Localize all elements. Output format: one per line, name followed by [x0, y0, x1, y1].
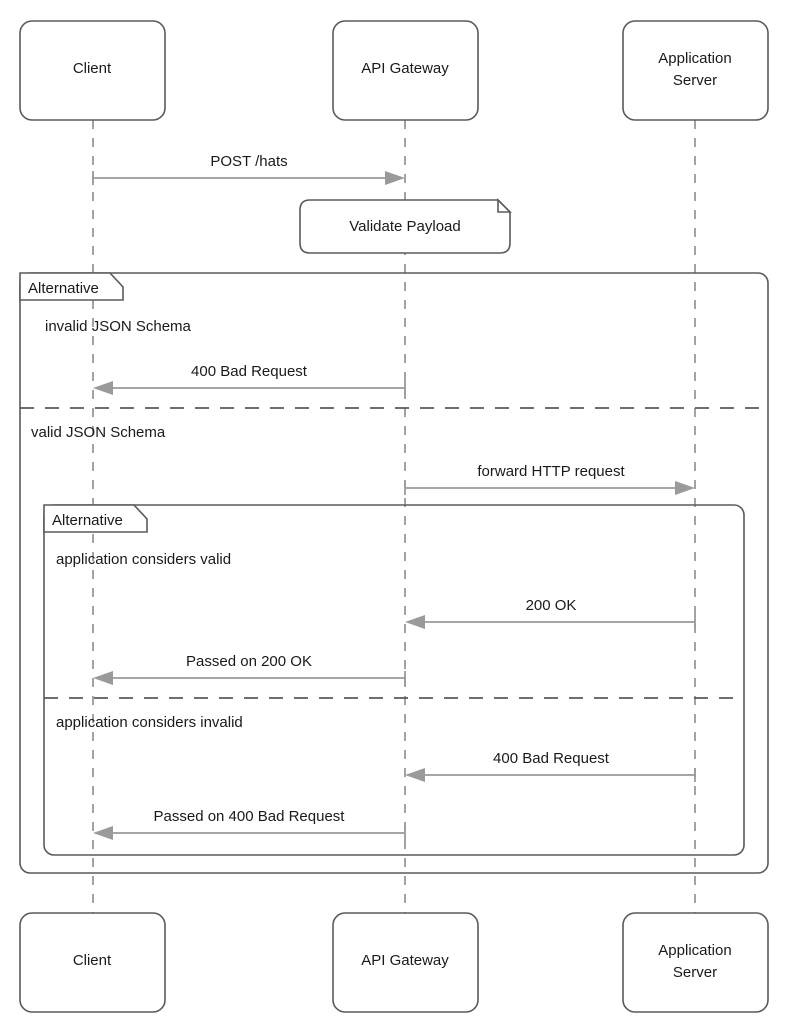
note-validate-payload[interactable]: Validate Payload	[299, 198, 512, 254]
note-label-validate-payload: Validate Payload	[349, 218, 460, 235]
message-passed-on-200-ok: Passed on 200 OK	[93, 653, 406, 685]
arrowhead-right-forward-http-request	[675, 481, 695, 495]
participant-label-client-bottom: Client	[73, 952, 112, 969]
arrowhead-left-passed-on-400-bad-request	[93, 826, 113, 840]
message-label-post-hats: POST /hats	[210, 153, 287, 170]
message-label-200-ok: 200 OK	[526, 597, 577, 614]
message-forward-http-request: forward HTTP request	[404, 463, 695, 495]
participant-box-client-bottom[interactable]	[19, 912, 166, 1013]
fragment-inner-condition-1: application considers valid	[56, 551, 231, 568]
fragment-inner-title-tab	[43, 504, 148, 533]
participant-box-application-server-top[interactable]	[622, 20, 769, 121]
participant-label-api-gateway-bottom: API Gateway	[361, 952, 449, 969]
fragment-outer-condition-2: valid JSON Schema	[31, 424, 166, 441]
message-label-passed-on-200-ok: Passed on 200 OK	[186, 653, 312, 670]
arrowhead-left-passed-on-200-ok	[93, 671, 113, 685]
fragment-inner-title-text: Alternative	[52, 512, 123, 529]
message-post-hats: POST /hats	[92, 153, 405, 185]
fragment-outer-title-tab	[19, 272, 124, 301]
message-label-400-bad-request-2: 400 Bad Request	[493, 750, 610, 767]
participant-label-application-server-bottom-line1: Application	[658, 942, 731, 959]
arrowhead-right-post-hats	[385, 171, 405, 185]
message-400-bad-request-appserver-gateway: 400 Bad Request	[405, 750, 696, 782]
participant-label-application-server-top-line2: Server	[673, 72, 717, 89]
fragment-inner-border	[43, 504, 745, 856]
participant-label-api-gateway-top: API Gateway	[361, 60, 449, 77]
message-label-400-bad-request-1: 400 Bad Request	[191, 363, 308, 380]
fragment-outer-alternative: Alternative invalid JSON Schema valid JS…	[19, 272, 769, 874]
fragment-outer-border	[19, 272, 769, 874]
participant-box-client-top[interactable]	[19, 20, 166, 121]
message-label-forward-http-request: forward HTTP request	[477, 463, 625, 480]
note-fold-corner-icon	[497, 198, 512, 213]
arrowhead-left-400-bad-request-2	[405, 768, 425, 782]
arrowhead-left-400-bad-request-1	[93, 381, 113, 395]
fragment-outer-title-text: Alternative	[28, 280, 99, 297]
participant-box-api-gateway-top[interactable]	[332, 20, 479, 121]
arrowhead-left-200-ok	[405, 615, 425, 629]
fragment-inner-alternative: Alternative application considers valid …	[43, 504, 745, 856]
message-400-bad-request-gateway-client: 400 Bad Request	[93, 363, 406, 395]
participant-label-application-server-bottom-line2: Server	[673, 964, 717, 981]
participant-label-client-top: Client	[73, 60, 112, 77]
participant-boxes-top: Client API Gateway Application Server	[19, 20, 769, 121]
note-shape-validate-payload	[299, 199, 511, 254]
message-200-ok: 200 OK	[405, 597, 696, 629]
participant-label-application-server-top-line1: Application	[658, 50, 731, 67]
participant-box-api-gateway-bottom[interactable]	[332, 912, 479, 1013]
fragment-inner-condition-2: application considers invalid	[56, 714, 243, 731]
participant-boxes-bottom: Client API Gateway Application Server	[19, 912, 769, 1013]
message-passed-on-400-bad-request: Passed on 400 Bad Request	[93, 808, 406, 840]
fragment-outer-condition-1: invalid JSON Schema	[45, 318, 192, 335]
participant-box-application-server-bottom[interactable]	[622, 912, 769, 1013]
message-label-passed-on-400-bad-request: Passed on 400 Bad Request	[154, 808, 346, 825]
